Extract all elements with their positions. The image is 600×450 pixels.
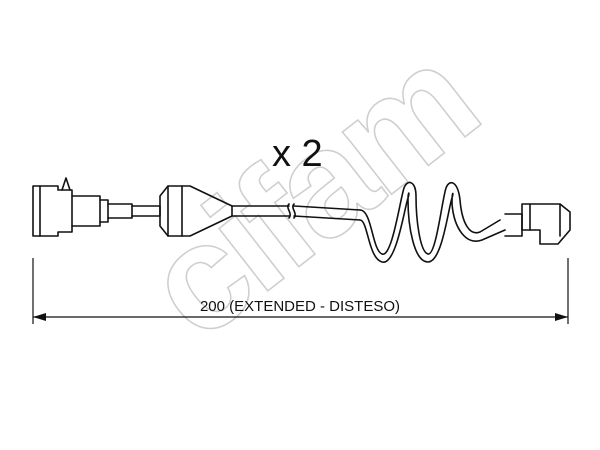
- dimension-arrow-right: [555, 313, 568, 321]
- cable-straight-section: [231, 203, 361, 221]
- left-connector: [32, 177, 161, 237]
- dimension-line: [32, 258, 569, 324]
- right-connector: [504, 203, 571, 245]
- quantity-label: x 2: [272, 133, 323, 175]
- cable-coil: [359, 181, 506, 263]
- dimension-label: 200 (EXTENDED - DISTESO): [200, 298, 400, 315]
- dimension-arrow-left: [33, 313, 46, 321]
